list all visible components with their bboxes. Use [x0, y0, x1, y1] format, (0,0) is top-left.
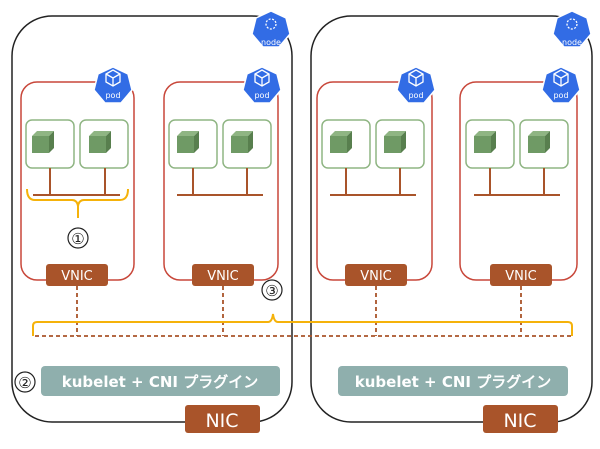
vnic-label: VNIC	[61, 269, 93, 284]
pod-2: VNIC pod	[163, 66, 282, 286]
pod-icon-label: pod	[105, 91, 120, 100]
vnic-label: VNIC	[207, 269, 239, 284]
nic	[483, 405, 558, 433]
marker-1	[67, 227, 89, 249]
node-1: VNIC pod VNIC pod kubelet + CNI プラグイン NI…	[11, 10, 293, 433]
container-icon	[32, 131, 54, 153]
node-icon-label: node	[261, 38, 281, 47]
brace	[32, 313, 573, 336]
vnic	[192, 264, 254, 286]
plugin-box	[338, 366, 568, 396]
node-2: VNIC pod VNIC pod kubelet + CNI プラグイン NI…	[310, 10, 593, 433]
pod-icon-label: pod	[254, 91, 269, 100]
marker-1-label: ①	[71, 230, 84, 248]
vnic	[46, 264, 108, 286]
marker-3-label: ③	[265, 282, 278, 300]
brace	[26, 188, 129, 218]
marker-3	[261, 279, 283, 301]
container-icon	[89, 131, 111, 153]
container-icon	[330, 131, 352, 153]
container-icon	[528, 131, 550, 153]
node-icon-label: node	[562, 38, 582, 47]
pod-icon-label: pod	[553, 91, 568, 100]
pod-1: VNIC pod	[20, 66, 135, 286]
marker-2	[14, 371, 36, 393]
vnic	[345, 264, 407, 286]
nic-label: NIC	[503, 410, 536, 432]
pod-4: VNIC pod	[459, 66, 581, 286]
node-box	[11, 15, 293, 423]
vnic	[490, 264, 552, 286]
marker-2-label: ②	[18, 374, 31, 392]
plugin-label: kubelet + CNI プラグイン	[355, 373, 551, 391]
vnic-label: VNIC	[360, 269, 392, 284]
vnic-label: VNIC	[505, 269, 537, 284]
node-box	[310, 15, 593, 423]
container-icon	[231, 131, 253, 153]
plugin-label: kubelet + CNI プラグイン	[62, 373, 258, 391]
container-icon	[384, 131, 406, 153]
pod-icon-label: pod	[408, 91, 423, 100]
pod-3: VNIC pod	[316, 66, 436, 286]
nic	[185, 405, 260, 433]
virtual-bridge	[35, 286, 572, 337]
nic-label: NIC	[205, 410, 238, 432]
plugin-box	[41, 366, 280, 396]
container-icon	[474, 131, 496, 153]
container-icon	[177, 131, 199, 153]
